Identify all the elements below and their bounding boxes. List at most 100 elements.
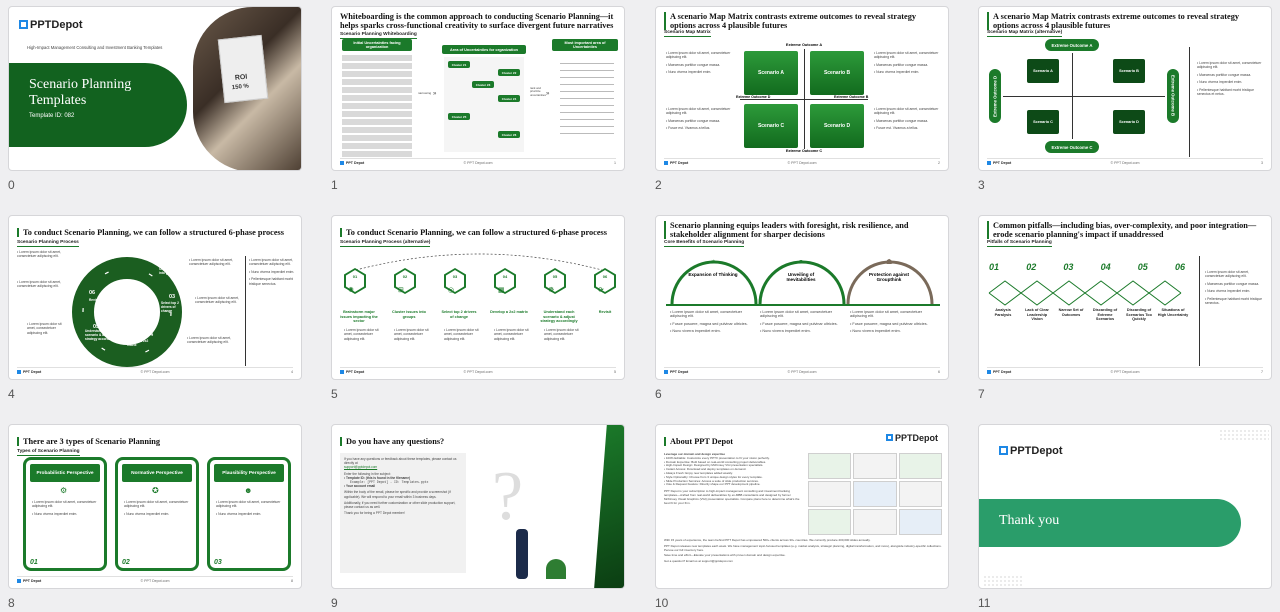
- phase-label: Develop a 2x2 matrix: [490, 310, 528, 314]
- pitfall-number: 04: [1100, 262, 1111, 272]
- phase-number: 02: [159, 260, 166, 266]
- slide-thumbnail-0[interactable]: PPTDepot High-Impact Management Consulti…: [8, 6, 302, 171]
- bullet-list-left-2: • Lorem ipsum dolor sit amet, consectetu…: [17, 280, 61, 289]
- slide-cell-6[interactable]: Scenario planning equips leaders with fo…: [655, 215, 949, 401]
- slide-thumbnail-3[interactable]: A scenario Map Matrix contrasts extreme …: [978, 6, 1272, 171]
- scenario-c-box: Scenario C: [1027, 110, 1059, 134]
- slide-number: 0: [8, 178, 15, 192]
- bullet-list-left: • Lorem ipsum dolor sit amet, consectetu…: [666, 51, 731, 75]
- outcome-a-pill: Extreme Outcome A: [1045, 39, 1099, 51]
- cover-photo: ROI 150 %: [193, 7, 301, 170]
- brand-logo: PPTDepot: [885, 433, 938, 443]
- slide-thumbnail-7[interactable]: Common pitfalls—including bias, over-com…: [978, 215, 1272, 380]
- people-icon: ☻: [244, 486, 253, 495]
- type-card-3: Plausibility Perspective ☻ • Lorem ipsum…: [207, 457, 291, 571]
- cluster-box: Cluster #2: [498, 69, 520, 76]
- slide-title: A scenario Map Matrix contrasts extreme …: [987, 12, 1263, 31]
- cluster-box: Cluster #6: [498, 131, 520, 138]
- phase-number: 01: [73, 254, 80, 260]
- phase-number: 03: [452, 274, 458, 279]
- column-header-3: Most important area of Uncertainties: [552, 39, 618, 51]
- slide-cell-2[interactable]: A scenario Map Matrix contrasts extreme …: [655, 6, 949, 192]
- slide-thumbnail-9[interactable]: Do you have any questions? If you have a…: [331, 424, 625, 589]
- outcome-a-label: Extreme Outcome A: [785, 43, 823, 47]
- slide-number: 9: [331, 596, 338, 610]
- ppt-depot-logo-icon: [885, 434, 893, 441]
- bullet-list-right: • Lorem ipsum dolor sit amet, consectetu…: [1197, 61, 1262, 97]
- ppt-depot-logo-icon: [19, 20, 28, 29]
- thank-you-title: Thank you: [999, 513, 1060, 528]
- slide-subtitle: Core Benefits of Scenario Planning: [664, 240, 745, 247]
- pitfall-number: 01: [989, 262, 1000, 272]
- phase-number: 06: [89, 290, 96, 296]
- scenario-d-box: Scenario D: [810, 104, 864, 148]
- slide-cell-7[interactable]: Common pitfalls—including bias, over-com…: [978, 215, 1272, 401]
- slide-number: 6: [655, 387, 662, 401]
- slide-subtitle: Types of Scenario Planning: [17, 449, 80, 456]
- slide-cell-11[interactable]: PPTDepot Thank you 11: [978, 424, 1272, 610]
- bullet-list-mid: • Lorem ipsum dolor sit amet, consectetu…: [189, 258, 233, 267]
- thank-you-band: [979, 499, 1241, 547]
- slide-thumbnail-1[interactable]: Whiteboarding is the common approach to …: [331, 6, 625, 171]
- slide-cell-0[interactable]: PPTDepot High-Impact Management Consulti…: [8, 6, 302, 192]
- cluster-box: Cluster #4: [498, 95, 520, 102]
- cycle-arrow: [355, 253, 603, 271]
- slide-thumbnail-10[interactable]: About PPT Depot PPTDepot Leverage our do…: [655, 424, 949, 589]
- support-email-link[interactable]: support@pptdepot.com: [344, 465, 378, 470]
- phase-number: 05: [93, 324, 100, 330]
- divider: [1199, 256, 1200, 366]
- outcome-d-label: Extreme Outcome D: [736, 95, 771, 99]
- type-title: Normative Perspective: [122, 464, 192, 482]
- pitfall-label: Discarding of Scenarios Too Quickly: [1126, 308, 1152, 322]
- benefit-text-2: • Lorem ipsum dolor sit amet, consectetu…: [760, 310, 838, 334]
- slide-cell-8[interactable]: There are 3 types of Scenario Planning T…: [8, 424, 302, 610]
- divider: [245, 256, 246, 366]
- type-card-2: Normative Perspective ✪ • Lorem ipsum do…: [115, 457, 199, 571]
- outcome-b-label: Extreme Outcome B: [834, 95, 869, 99]
- slide-thumbnail-2[interactable]: A scenario Map Matrix contrasts extreme …: [655, 6, 949, 171]
- whiteboard-image: ROI 150 %: [217, 34, 269, 104]
- slide-thumbnail-5[interactable]: To conduct Scenario Planning, we can fol…: [331, 215, 625, 380]
- tagline: High-Impact Management Consulting and In…: [27, 45, 163, 50]
- green-accent-band: [594, 425, 624, 588]
- column-header-1: Initial Uncertainties facing organizatio…: [342, 39, 412, 51]
- slide-subtitle: Scenario Planning Whiteboarding: [340, 32, 417, 39]
- slide-thumbnail-8[interactable]: There are 3 types of Scenario Planning T…: [8, 424, 302, 589]
- phase-number: 04: [147, 332, 154, 338]
- slide-thumbnail-6[interactable]: Scenario planning equips leaders with fo…: [655, 215, 949, 380]
- slide-cell-3[interactable]: A scenario Map Matrix contrasts extreme …: [978, 6, 1272, 192]
- scenario-b-box: Scenario B: [810, 51, 864, 95]
- cluster-icon: ⊞: [398, 287, 404, 294]
- benefit-label: Unveiling of Inevitabilities: [786, 272, 816, 283]
- slide-number: 11: [978, 596, 991, 610]
- slide-thumbnail-11[interactable]: PPTDepot Thank you: [978, 424, 1272, 589]
- slide-subtitle: Scenario Planning Process (alternative): [340, 240, 431, 247]
- benefit-label: Expansion of Thinking: [688, 272, 738, 277]
- slide-cell-4[interactable]: To conduct Scenario Planning, we can fol…: [8, 215, 302, 401]
- brand-logo: PPTDepot: [999, 445, 1063, 457]
- outcome-b-pill: Extreme Outcome B: [1167, 69, 1179, 123]
- contact-panel: If you have any questions or feedback ab…: [340, 453, 466, 573]
- slide-number: 1: [331, 178, 338, 192]
- bullet-list-left-3: • Lorem ipsum dolor sit amet, consectetu…: [27, 322, 62, 335]
- revisit-icon: ⟳: [598, 287, 604, 294]
- pitfall-label: Situations of High Uncertainty: [1157, 308, 1189, 317]
- strategy-icon: ☸: [548, 287, 555, 294]
- slide-cell-9[interactable]: Do you have any questions? If you have a…: [331, 424, 625, 610]
- scenario-c-box: Scenario C: [744, 104, 798, 148]
- phase-label: Understand each scenario & adjust strate…: [540, 310, 578, 324]
- title-band: [9, 63, 187, 147]
- bullet-list-left: • Lorem ipsum dolor sit amet, consectetu…: [17, 250, 61, 259]
- slide-cell-10[interactable]: About PPT Depot PPTDepot Leverage our do…: [655, 424, 949, 610]
- slide-title: Do you have any questions?: [340, 437, 616, 447]
- group-icon: ☗: [886, 259, 893, 266]
- phase-label: Brainstorm major issues impacting the se…: [340, 310, 378, 324]
- type-title: Probabilistic Perspective: [30, 464, 100, 482]
- template-preview-grid: [808, 453, 942, 535]
- about-paragraphs: With 15 years of experience, the team be…: [664, 538, 942, 564]
- slide-cell-5[interactable]: To conduct Scenario Planning, we can fol…: [331, 215, 625, 401]
- slide-cell-1[interactable]: Whiteboarding is the common approach to …: [331, 6, 625, 192]
- slide-thumbnail-4[interactable]: To conduct Scenario Planning, we can fol…: [8, 215, 302, 380]
